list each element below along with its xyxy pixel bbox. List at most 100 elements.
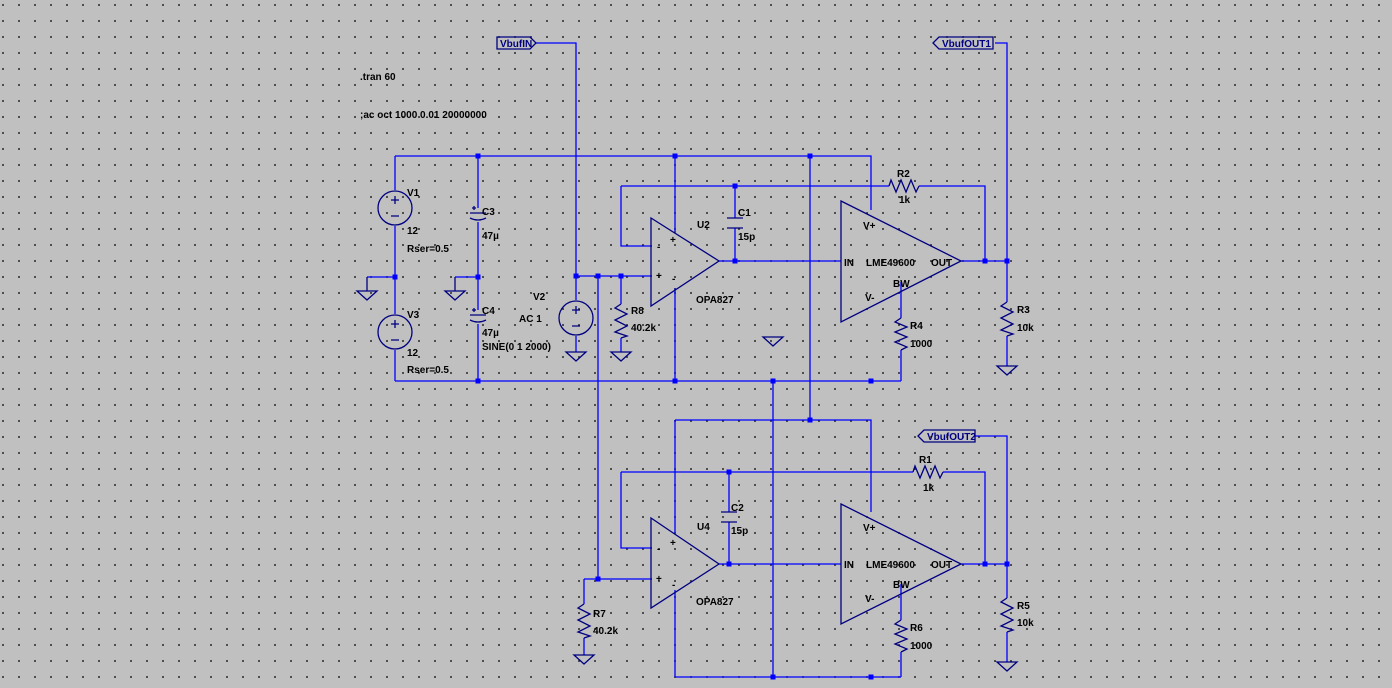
wire-u2-feedback[interactable] [620, 185, 986, 261]
capacitor-c4[interactable]: C4 47µ [469, 306, 499, 339]
junction [392, 274, 398, 280]
v1-name: V1 [407, 188, 420, 199]
r5-value: 10k [1017, 618, 1034, 629]
junction [595, 273, 601, 279]
resistor-r1[interactable]: R1 1k [912, 455, 944, 494]
junction [1004, 561, 1010, 567]
net-flag-vbufin[interactable]: VbufIN [496, 36, 537, 50]
r6-value: 1000 [910, 641, 933, 652]
r2-value: 1k [899, 195, 911, 206]
buffer-top-out: OUT [931, 258, 952, 269]
c3-name: C3 [482, 207, 495, 218]
wire-vbufout2[interactable] [975, 435, 1008, 662]
ground-symbol[interactable] [761, 336, 785, 347]
junction [672, 153, 678, 159]
junction [732, 183, 738, 189]
buffer-top-bw: BW [893, 279, 910, 290]
junction [595, 576, 601, 582]
ground-symbol[interactable] [572, 654, 596, 665]
ground-symbol[interactable] [355, 277, 379, 301]
voltage-source-v2[interactable]: V2 AC 1 SINE(0 1 2000) [482, 292, 594, 353]
directive-tran[interactable]: .tran 60 [360, 72, 396, 83]
v1-rser: Rser=0.5 [407, 244, 449, 255]
c2-value: 15p [731, 526, 748, 537]
r3-value: 10k [1017, 323, 1034, 334]
u2-minus-pin: - [657, 242, 660, 253]
buffer-top-vplus: V+ [863, 221, 876, 232]
resistor-r7[interactable]: R7 40.2k [576, 603, 618, 639]
v1-value: 12 [407, 226, 419, 237]
net-flag-vbufout2[interactable]: VbufOUT2 [917, 429, 976, 443]
u2-plus-pin: + [656, 271, 662, 282]
junction [807, 417, 813, 423]
u2-vplus-mark: + [670, 235, 676, 246]
c1-name: C1 [738, 208, 751, 219]
ground-symbol[interactable] [609, 351, 633, 362]
net-flag-vbufout1[interactable]: VbufOUT1 [932, 36, 994, 50]
ground-symbol[interactable] [443, 277, 467, 301]
buffer-lme49600-top[interactable]: V+ IN LME49600 OUT BW V- [840, 199, 963, 324]
wire-lower-bottom-rail[interactable] [674, 590, 901, 678]
buffer-bottom-vminus: V- [865, 594, 874, 605]
net-label-vbufin: VbufIN [500, 39, 532, 50]
junction [672, 378, 678, 384]
junction [573, 273, 579, 279]
u4-name: U4 [697, 522, 710, 533]
wires [367, 42, 1008, 678]
v3-value: 12 [407, 348, 419, 359]
r8-value: 40.2k [631, 323, 656, 334]
u4-minus-pin: - [657, 544, 660, 555]
voltage-source-v3[interactable]: V3 12 Rser=0.5 [377, 310, 449, 376]
ground-symbol[interactable] [564, 351, 588, 362]
buffer-bottom-model: LME49600 [866, 560, 915, 571]
resistor-r2[interactable]: R2 1k [888, 169, 920, 206]
junction [770, 674, 776, 680]
voltage-source-v1[interactable]: V1 12 Rser=0.5 [377, 188, 449, 255]
source-symbol [377, 190, 413, 226]
directive-ac[interactable]: ;ac oct 1000 0.01 20000000 [360, 110, 487, 121]
r4-name: R4 [910, 321, 923, 332]
resistor-r6[interactable]: R6 1000 [893, 619, 933, 653]
grounds [355, 277, 1019, 672]
buffer-bottom-bw: BW [893, 580, 910, 591]
ground-symbol[interactable] [995, 365, 1019, 376]
wire-top-rail[interactable] [395, 155, 872, 210]
opamp-u4[interactable]: + - + - U4 OPA827 [650, 516, 734, 610]
wire-u4-noninv[interactable] [583, 578, 652, 655]
c4-value: 47µ [482, 328, 499, 339]
junction [1004, 258, 1010, 264]
resistor-r4[interactable]: R4 1000 [893, 317, 933, 351]
u2-vminus-mark: - [672, 274, 675, 285]
resistor-r3[interactable]: R3 10k [999, 301, 1034, 337]
buffer-lme49600-bottom[interactable]: V+ IN LME49600 OUT BW V- [840, 502, 963, 626]
r1-value: 1k [923, 483, 935, 494]
r5-name: R5 [1017, 601, 1030, 612]
junction [982, 561, 988, 567]
wire-vbufout1[interactable] [995, 42, 1008, 366]
u4-vplus-mark: + [670, 538, 676, 549]
c3-value: 47µ [482, 231, 499, 242]
buffer-bottom-in: IN [844, 560, 854, 571]
wire-vbufin[interactable] [536, 42, 577, 300]
source-symbol [558, 300, 594, 336]
resistor-r5[interactable]: R5 10k [999, 597, 1034, 633]
capacitor-c3[interactable]: C3 47µ [469, 206, 499, 242]
resistor-r8[interactable]: R8 40.2k [613, 303, 656, 339]
source-symbol [377, 314, 413, 350]
r7-name: R7 [593, 609, 606, 620]
junction [868, 378, 874, 384]
capacitor-c1[interactable]: C1 15p [727, 208, 755, 243]
wire-u4-feedback[interactable] [620, 471, 986, 564]
junctions [392, 153, 1010, 680]
wire-lower-top-rail[interactable] [674, 419, 872, 533]
ground-symbol[interactable] [995, 661, 1019, 672]
junction [732, 258, 738, 264]
net-label-vbufout2: VbufOUT2 [927, 432, 976, 443]
capacitor-c2[interactable]: C2 15p [721, 503, 748, 537]
v2-ac: AC 1 [519, 314, 542, 325]
opamp-u2[interactable]: + - + - U2 OPA827 [650, 216, 734, 308]
junction [770, 378, 776, 384]
buffer-top-in: IN [844, 258, 854, 269]
v2-name: V2 [533, 292, 546, 303]
